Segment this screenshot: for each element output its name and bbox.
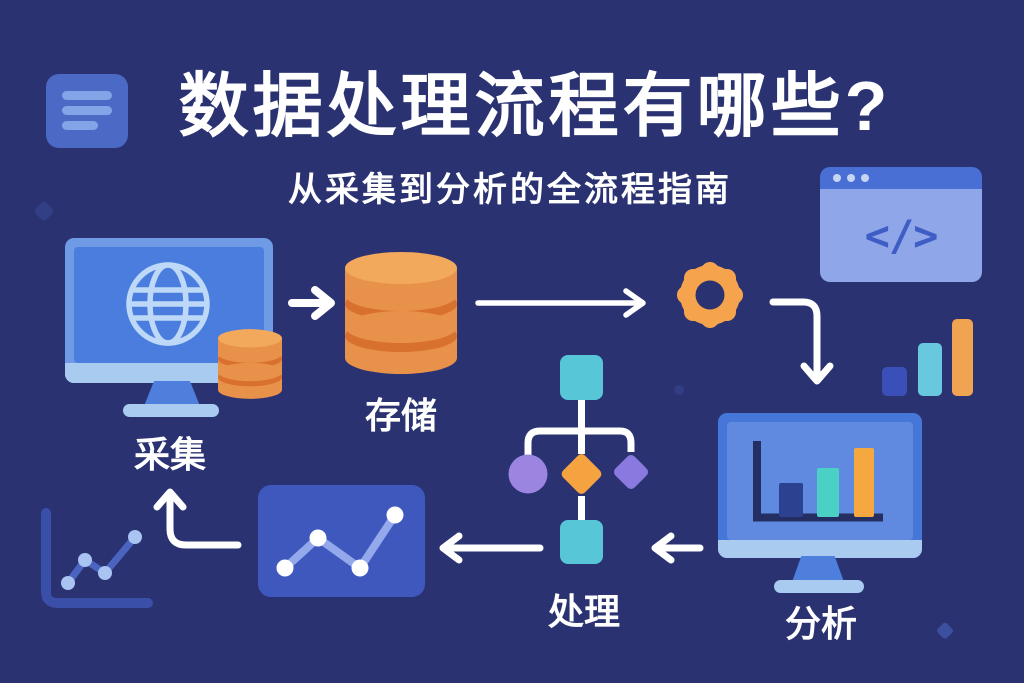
monitor-stand (792, 556, 844, 582)
monitor-screen (727, 422, 913, 540)
monitor-globe-icon (65, 238, 273, 383)
decor-dot-icon (674, 385, 684, 395)
monitor-stand (144, 381, 200, 406)
globe-icon (126, 262, 210, 346)
decor-diamond-icon (937, 622, 953, 639)
mini-bar (918, 343, 942, 396)
database-icon (345, 252, 457, 374)
page-subtitle: 从采集到分析的全流程指南 (288, 171, 732, 209)
code-glyph: </> (864, 211, 939, 260)
arrow-process-to-chart-icon (439, 532, 544, 564)
database-small-icon (218, 329, 282, 399)
arrow-gear-to-analyze-icon (769, 298, 834, 385)
window-dot-icon (847, 174, 855, 182)
gear-icon (676, 261, 744, 329)
document-line (62, 91, 112, 100)
mini-bar-chart-icon (882, 319, 973, 396)
window-dot-icon (861, 174, 869, 182)
step-label-process: 处理 (547, 591, 620, 632)
code-window-icon: </> (820, 167, 982, 282)
step-label-store: 存储 (364, 395, 437, 436)
arrow-analyze-to-process-icon (651, 532, 704, 564)
document-line (62, 106, 112, 115)
monitor-base (774, 580, 864, 593)
document-line (62, 121, 98, 130)
decor-line-chart-icon (41, 508, 153, 608)
step-label-analyze: 分析 (784, 603, 857, 644)
arrow-store-to-gear-icon (475, 288, 646, 318)
document-icon (46, 74, 128, 148)
arrow-collect-to-store-icon (288, 286, 335, 320)
decor-diamond-icon (34, 201, 54, 221)
monitor-bezel (718, 540, 922, 558)
bar-chart-icon (753, 441, 883, 522)
line-chart-card-icon (258, 485, 425, 597)
mini-bar (882, 367, 907, 396)
monitor-base (123, 404, 219, 417)
monitor-screen (74, 247, 264, 363)
window-body: </> (820, 189, 982, 282)
monitor-bar-chart-icon (718, 413, 922, 558)
step-label-collect: 采集 (133, 434, 206, 475)
flowchart-icon (508, 355, 649, 564)
window-dot-icon (833, 174, 841, 182)
window-titlebar (820, 167, 982, 189)
line-chart-icon (276, 506, 404, 577)
arrow-chart-to-collect-icon (153, 488, 242, 549)
mini-bar (952, 319, 973, 396)
page-title: 数据处理流程有哪些? (178, 67, 892, 145)
